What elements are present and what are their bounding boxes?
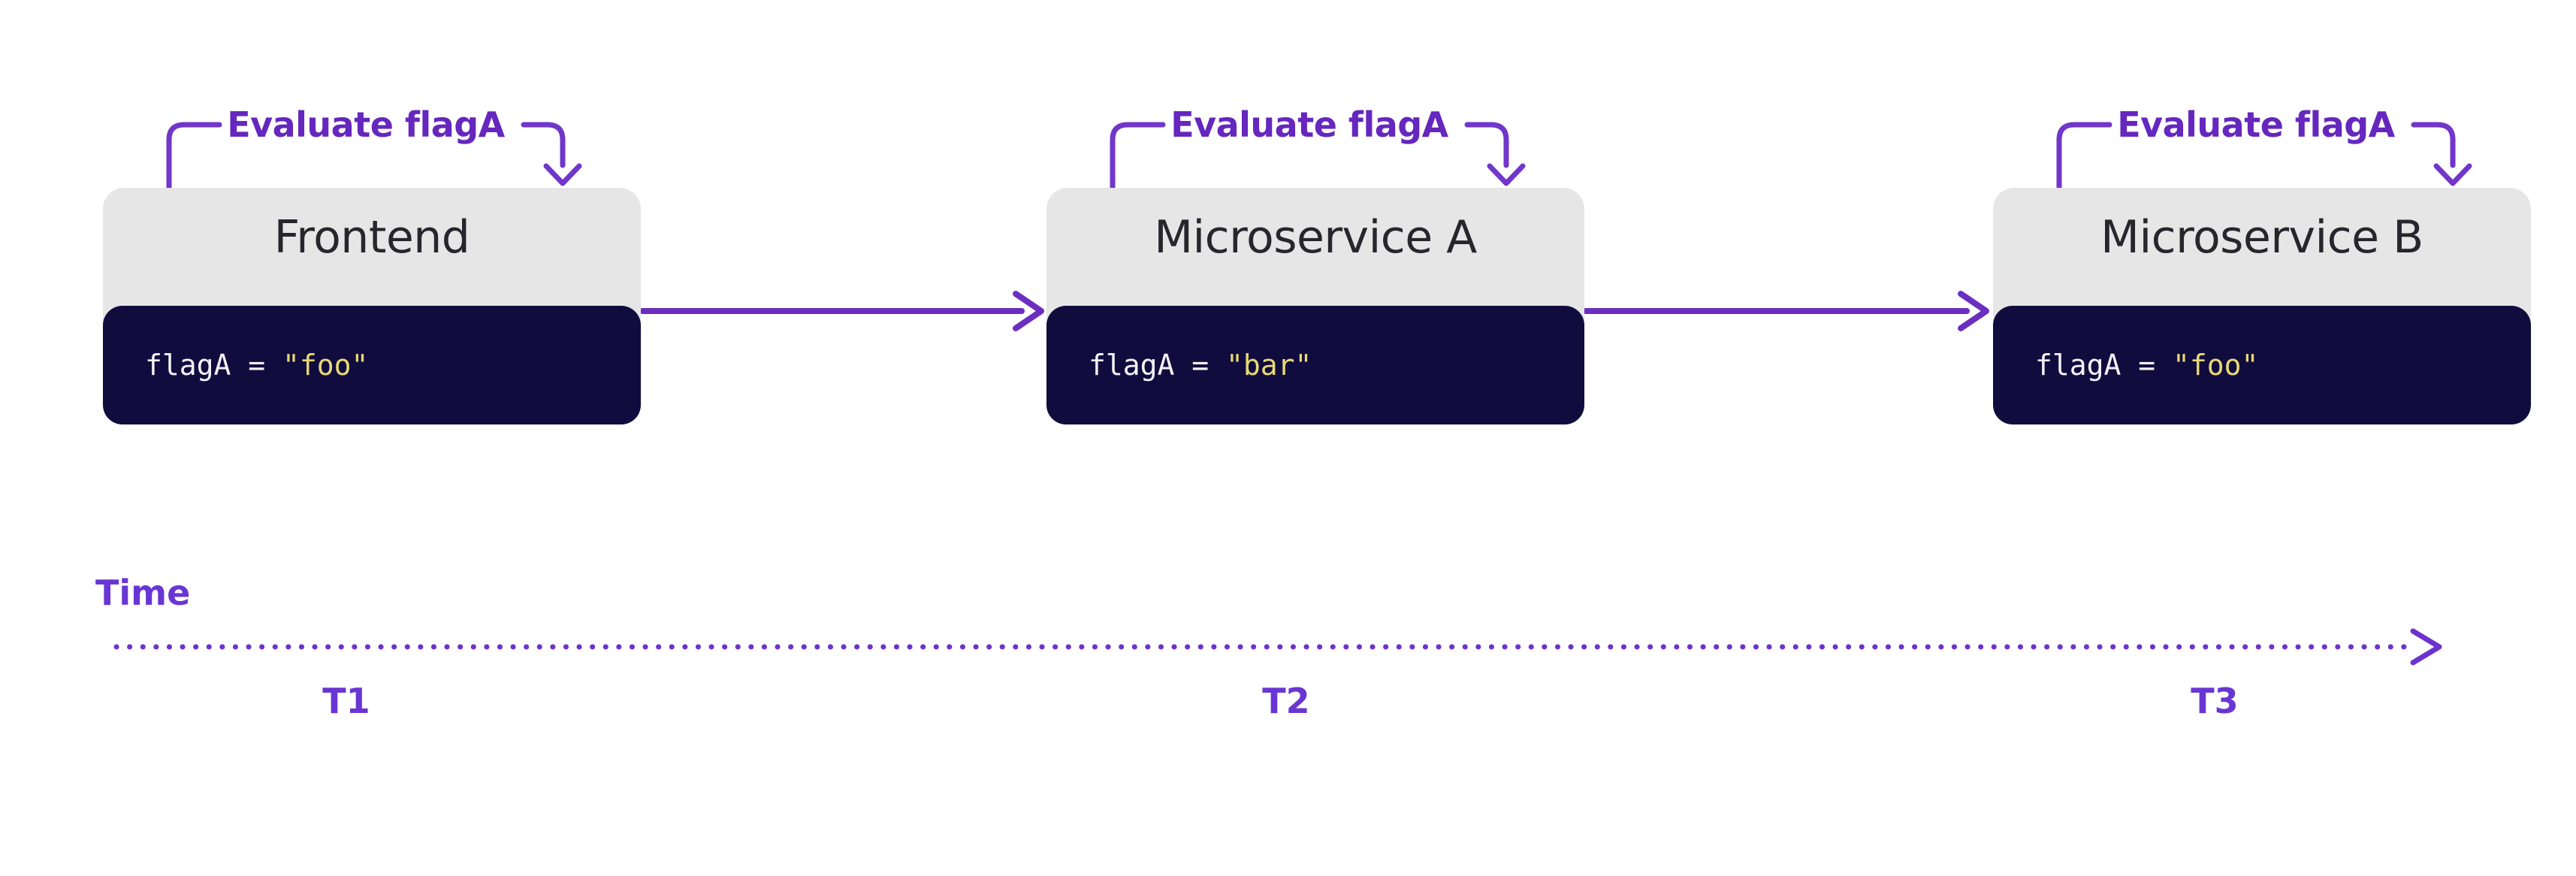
service-unit-microservice-b: Evaluate flagA Microservice B flagA = "f… <box>1993 0 2531 466</box>
service-card-header: Microservice B <box>1993 188 2531 324</box>
timeline-tick-t1: T1 <box>322 681 370 721</box>
service-card-frontend: Frontend flagA = "foo" <box>103 188 641 424</box>
timeline-label: Time <box>95 572 191 613</box>
service-code-block: flagA = "bar" <box>1046 306 1584 424</box>
evaluate-bracket-microservice-a <box>1110 122 1526 191</box>
evaluate-down-arrowhead <box>2433 163 2472 186</box>
timeline-arrowhead <box>2410 628 2442 666</box>
code-string-value: "bar" <box>1226 349 1312 382</box>
evaluate-bracket-right-line <box>521 122 566 168</box>
evaluate-down-arrowhead <box>1487 163 1526 186</box>
timeline-axis <box>113 628 2442 666</box>
code-string-value: "foo" <box>2173 349 2259 382</box>
evaluate-bracket-microservice-b <box>2056 122 2472 191</box>
flow-arrowhead <box>1013 291 1044 331</box>
code-variable-text: flagA = <box>2035 349 2173 382</box>
service-card-header: Microservice A <box>1046 188 1584 324</box>
evaluate-bracket-left-line <box>166 122 222 191</box>
evaluate-label: Evaluate flagA <box>2117 104 2395 145</box>
evaluate-bracket-left-line <box>1110 122 1166 191</box>
timeline-tick-t2: T2 <box>1262 681 1310 721</box>
service-code-block: flagA = "foo" <box>1993 306 2531 424</box>
evaluate-down-arrowhead <box>543 163 582 186</box>
service-card-microservice-a: Microservice A flagA = "bar" <box>1046 188 1584 424</box>
evaluate-label: Evaluate flagA <box>227 104 505 145</box>
evaluate-label: Evaluate flagA <box>1170 104 1448 145</box>
service-card-header: Frontend <box>103 188 641 324</box>
flow-arrow-a-to-b <box>1583 291 1989 331</box>
evaluate-bracket-left-line <box>2056 122 2112 191</box>
service-name: Microservice A <box>1154 210 1477 264</box>
evaluate-bracket-right-line <box>2411 122 2456 168</box>
service-card-microservice-b: Microservice B flagA = "foo" <box>1993 188 2531 424</box>
code-variable-text: flagA = <box>1089 349 1227 382</box>
service-unit-microservice-a: Evaluate flagA Microservice A flagA = "b… <box>1046 0 1584 466</box>
timeline-tick-t3: T3 <box>2191 681 2239 721</box>
service-name: Microservice B <box>2100 210 2423 264</box>
flow-arrowhead <box>1958 291 1989 331</box>
service-name: Frontend <box>273 210 470 264</box>
code-string-value: "foo" <box>282 349 369 382</box>
flow-arrow-frontend-to-a <box>639 291 1044 331</box>
service-code-block: flagA = "foo" <box>103 306 641 424</box>
code-variable-text: flagA = <box>145 349 283 382</box>
service-unit-frontend: Evaluate flagA Frontend flagA = "foo" <box>103 0 641 466</box>
evaluate-bracket-right-line <box>1464 122 1509 168</box>
evaluate-bracket-frontend <box>166 122 582 191</box>
